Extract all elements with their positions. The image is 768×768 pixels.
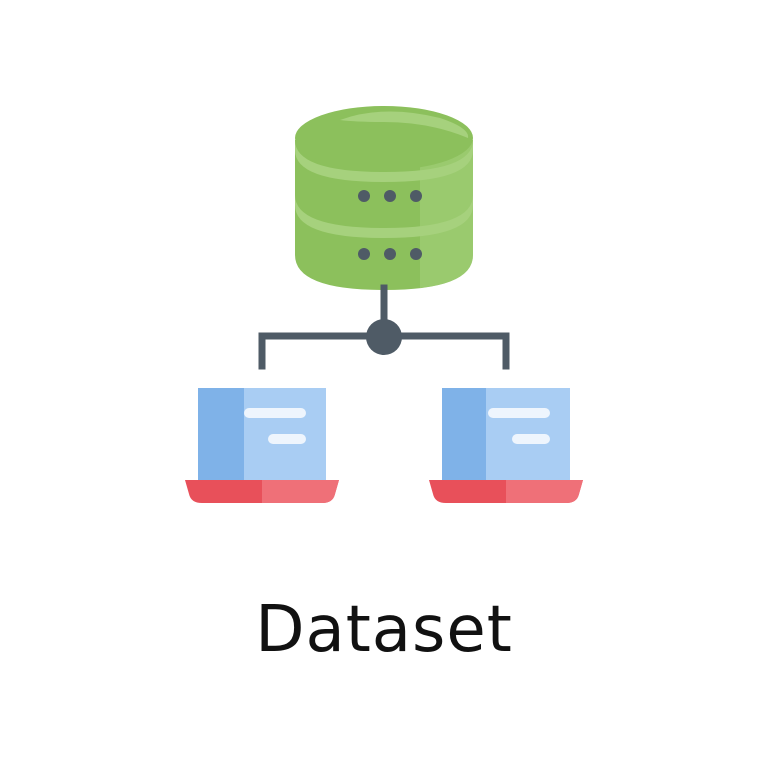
caption-title: Dataset (255, 593, 513, 667)
database-dot (358, 248, 370, 260)
laptop-text-line (488, 408, 550, 418)
database-dot (384, 248, 396, 260)
database-top-shine (340, 111, 469, 138)
laptop-text-line (244, 408, 306, 418)
laptop-icon (185, 388, 339, 503)
database-dot (410, 190, 422, 202)
laptop-text-line (512, 434, 550, 444)
database-dot (384, 190, 396, 202)
laptop-icon (429, 388, 583, 503)
dataset-network-icon (185, 106, 583, 503)
database-dot (358, 190, 370, 202)
laptop-base-highlight (262, 480, 339, 503)
database-band (295, 140, 473, 182)
database-band (295, 195, 473, 238)
laptop-text-line (268, 434, 306, 444)
connector-hub (366, 319, 402, 355)
database-icon (295, 106, 473, 290)
laptop-base-highlight (506, 480, 583, 503)
database-dot (410, 248, 422, 260)
